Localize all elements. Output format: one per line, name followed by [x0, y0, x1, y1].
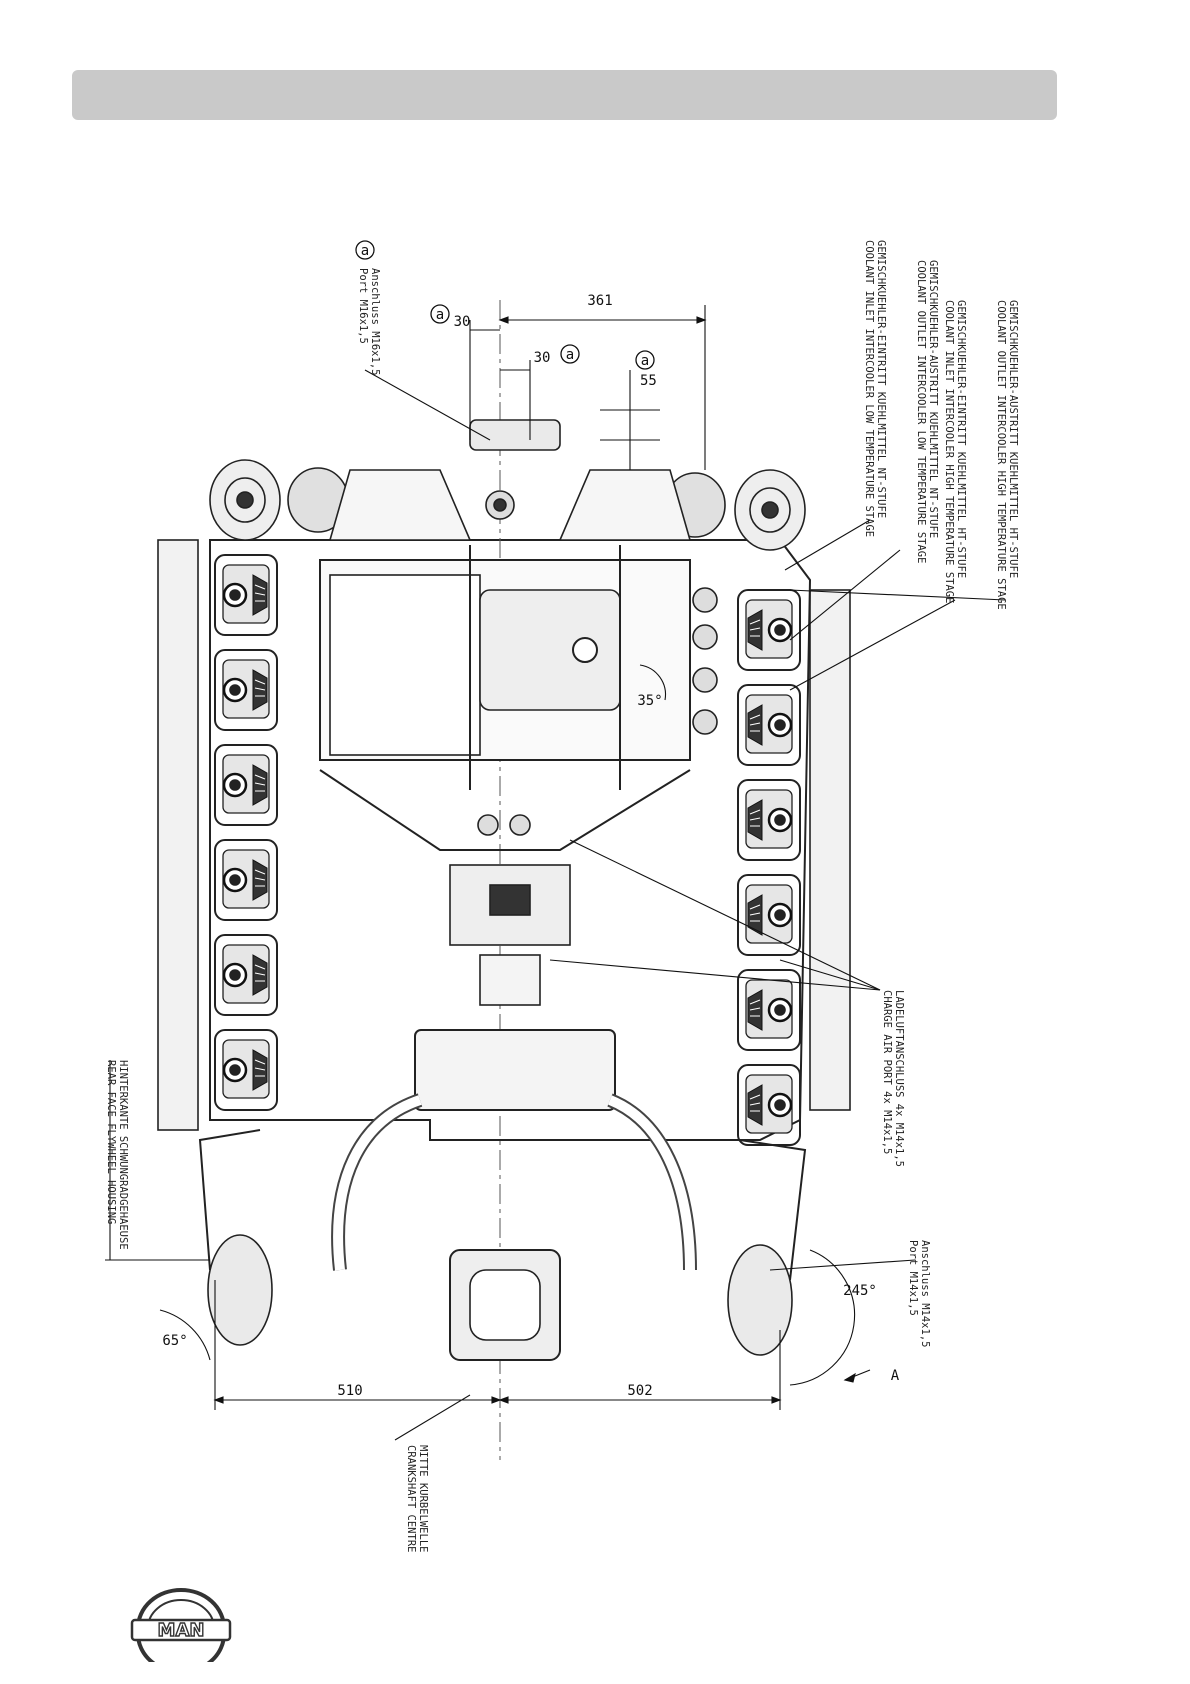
- cylinder-left-2: [213, 648, 279, 732]
- label-nt-inlet-de: GEMISCHKUEHLER-EINTRITT KUEHLMITTEL NT-S…: [875, 240, 887, 518]
- dimension-texts: 361 30 30 55 510 502 35° 65° 245° A a a …: [162, 240, 900, 1399]
- dim-510: 510: [337, 1383, 362, 1399]
- label-port-m14-en: Port M14x1,5: [907, 1240, 919, 1316]
- cylinder-right-1: [736, 588, 802, 672]
- label-port-m16-en: Port M16x1,5: [357, 268, 369, 344]
- label-rear-face-de: HINTERKANTE SCHWUNGRADGEHAEUSE: [117, 1060, 129, 1250]
- dim-30-lower: 30: [534, 350, 551, 366]
- label-nt-outlet-de: GEMISCHKUEHLER-AUSTRITT KUEHLMITTEL NT-S…: [927, 260, 939, 538]
- port-marker-a-4: a: [355, 240, 375, 260]
- svg-text:a: a: [436, 307, 444, 323]
- label-ht-inlet-de: GEMISCHKUEHLER-EINTRITT KUEHLMITTEL HT-S…: [955, 300, 967, 578]
- svg-text:a: a: [361, 243, 369, 259]
- label-port-m14-de: Anschluss M14x1,5: [919, 1240, 931, 1347]
- angle-65: 65°: [162, 1333, 187, 1349]
- label-crankshaft-de: MITTE KURBELWELLE: [417, 1445, 429, 1552]
- label-port-m16-de: Anschluss M16x1,5: [369, 268, 381, 375]
- cylinder-right-6: [736, 1063, 802, 1147]
- label-crankshaft-en: CRANKSHAFT CENTRE: [405, 1445, 417, 1552]
- cylinder-left-3: [213, 743, 279, 827]
- cylinder-left-5: [213, 933, 279, 1017]
- turbocharger-left: [209, 459, 349, 541]
- label-nt-outlet-en: COOLANT OUTLET INTERCOOLER LOW TEMPERATU…: [915, 260, 927, 563]
- label-nt-inlet: GEMISCHKUEHLER-EINTRITT KUEHLMITTEL NT-S…: [863, 240, 887, 537]
- engine-body: [157, 300, 851, 1460]
- port-marker-a-3: a: [635, 350, 655, 370]
- label-crankshaft: MITTE KURBELWELLE CRANKSHAFT CENTRE: [405, 1445, 429, 1552]
- label-port-m14: Anschluss M14x1,5 Port M14x1,5: [907, 1240, 931, 1347]
- dim-30-top: 30: [454, 314, 471, 330]
- label-rear-face: HINTERKANTE SCHWUNGRADGEHAEUSE REAR FACE…: [105, 1060, 129, 1250]
- label-charge-air-en: CHARGE AIR PORT 4x M14x1,5: [881, 990, 893, 1154]
- cylinder-left-1: [213, 553, 279, 637]
- label-ht-inlet: GEMISCHKUEHLER-EINTRITT KUEHLMITTEL HT-S…: [943, 300, 967, 603]
- dim-55: 55: [640, 373, 657, 389]
- cylinder-right-4: [736, 873, 802, 957]
- cylinder-right-3: [736, 778, 802, 862]
- man-logo: MAN: [128, 1588, 234, 1674]
- label-ht-outlet-en: COOLANT OUTLET INTERCOOLER HIGH TEMPERAT…: [995, 300, 1007, 610]
- angle-245: 245°: [843, 1283, 877, 1299]
- dimension-lines: [105, 305, 1006, 1441]
- header-bar: [72, 70, 1057, 120]
- cylinder-left-4: [213, 838, 279, 922]
- cylinder-left-6: [213, 1028, 279, 1112]
- cylinder-right-2: [736, 683, 802, 767]
- label-port-m16: Anschluss M16x1,5 Port M16x1,5: [357, 268, 381, 375]
- man-logo-text: MAN: [158, 1620, 205, 1641]
- label-ht-inlet-en: COOLANT INLET INTERCOOLER HIGH TEMPERATU…: [943, 300, 955, 603]
- label-nt-outlet: GEMISCHKUEHLER-AUSTRITT KUEHLMITTEL NT-S…: [915, 260, 939, 563]
- port-marker-a-1: a: [430, 304, 450, 324]
- port-marker-a-2: a: [560, 344, 580, 364]
- label-charge-air-de: LADELUFTANSCHLUSS 4x M14x1,5: [893, 990, 905, 1167]
- label-nt-inlet-en: COOLANT INLET INTERCOOLER LOW TEMPERATUR…: [863, 240, 875, 537]
- label-charge-air: LADELUFTANSCHLUSS 4x M14x1,5 CHARGE AIR …: [881, 990, 905, 1167]
- svg-text:a: a: [641, 353, 649, 369]
- label-rear-face-en: REAR FACE FLYWHEEL HOUSING: [105, 1060, 117, 1224]
- svg-text:a: a: [566, 347, 574, 363]
- angle-35: 35°: [637, 693, 662, 709]
- dim-361: 361: [587, 293, 612, 309]
- label-ht-outlet: GEMISCHKUEHLER-AUSTRITT KUEHLMITTEL HT-S…: [995, 300, 1019, 610]
- view-a-marker: A: [891, 1368, 900, 1384]
- dim-502: 502: [627, 1383, 652, 1399]
- label-ht-outlet-de: GEMISCHKUEHLER-AUSTRITT KUEHLMITTEL HT-S…: [1007, 300, 1019, 578]
